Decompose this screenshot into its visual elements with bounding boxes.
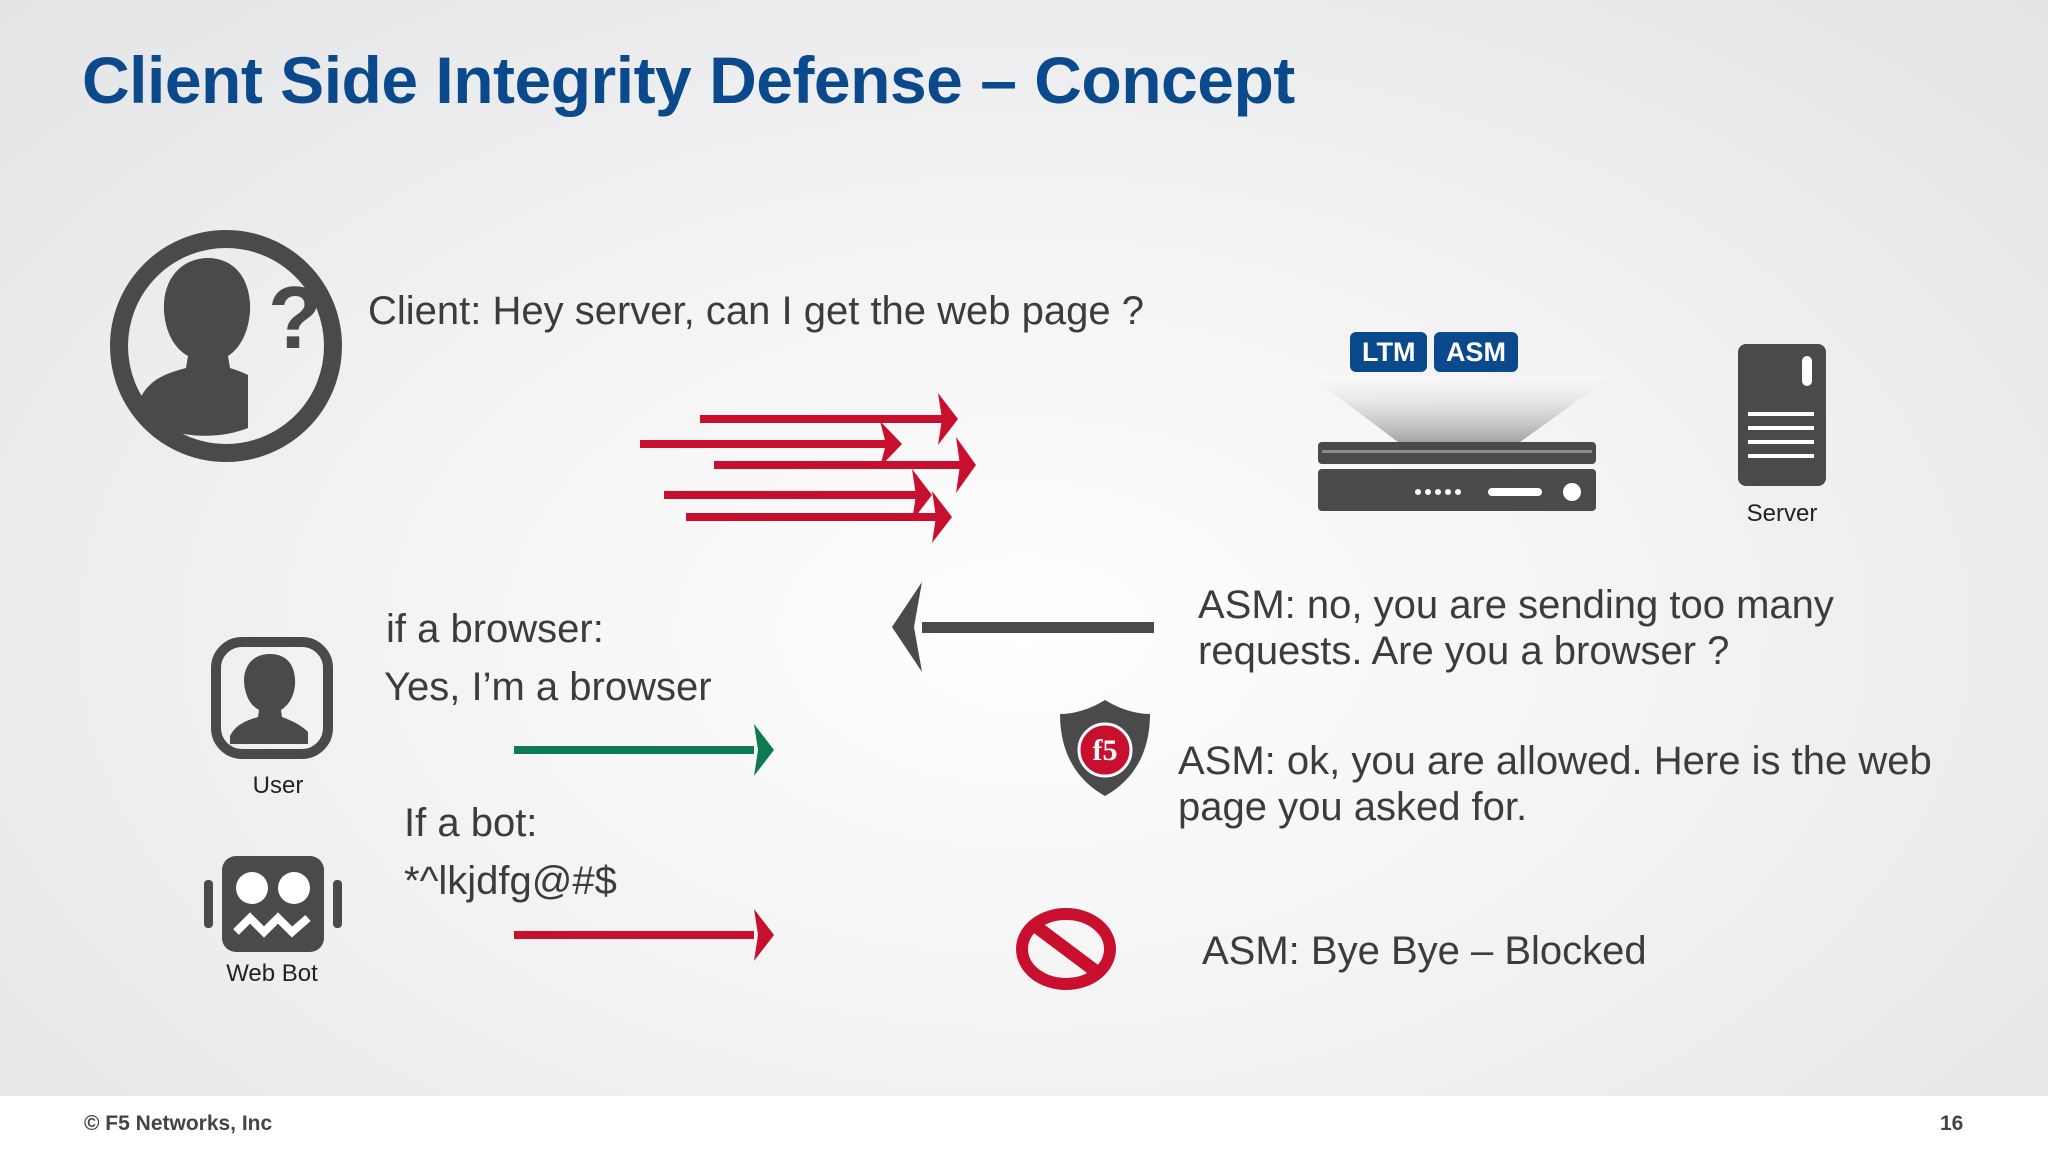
- footer-bar: [0, 1096, 2048, 1152]
- ltm-tag: LTM: [1350, 332, 1428, 372]
- request-flood-arrows: [640, 393, 976, 543]
- f5-appliance-icon: [1310, 376, 1612, 511]
- bot-request-arrow: [514, 909, 774, 961]
- f5-logo-text: f5: [1093, 734, 1118, 767]
- asm-challenge-line2: requests. Are you a browser ?: [1198, 629, 1730, 673]
- web-bot-icon: [204, 856, 342, 952]
- asm-allowed-line2: page you asked for.: [1178, 785, 1528, 829]
- web-bot-label: Web Bot: [226, 960, 318, 987]
- question-mark: ?: [268, 268, 322, 367]
- user-label: User: [252, 772, 304, 799]
- server-label: Server: [1746, 500, 1818, 527]
- asm-tag: ASM: [1433, 332, 1518, 372]
- user-icon: [211, 637, 333, 759]
- asm-blocked-text: ASM: Bye Bye – Blocked: [1202, 929, 1647, 973]
- client-question-icon: ?: [110, 230, 342, 462]
- f5-shield-icon: f5: [1060, 700, 1150, 796]
- bot-condition-text: If a bot:: [404, 801, 538, 845]
- blocked-icon: [1016, 908, 1116, 990]
- browser-condition-text: if a browser:: [386, 607, 604, 651]
- copyright-text: © F5 Networks, Inc: [84, 1112, 273, 1135]
- module-tags: LTM ASM: [1350, 332, 1518, 372]
- page-title: Client Side Integrity Defense – Concept: [82, 43, 1295, 117]
- asm-allowed-line1: ASM: ok, you are allowed. Here is the we…: [1178, 739, 1932, 783]
- client-request-text: Client: Hey server, can I get the web pa…: [368, 289, 1144, 333]
- page-number: 16: [1940, 1112, 1964, 1135]
- challenge-arrow: [892, 582, 1154, 672]
- browser-allowed-arrow: [514, 724, 774, 776]
- browser-reply-text: Yes, I’m a browser: [384, 665, 712, 709]
- asm-challenge-line1: ASM: no, you are sending too many: [1198, 583, 1834, 627]
- bot-reply-text: *^lkjdfg@#$: [404, 859, 617, 903]
- server-icon: [1738, 344, 1826, 486]
